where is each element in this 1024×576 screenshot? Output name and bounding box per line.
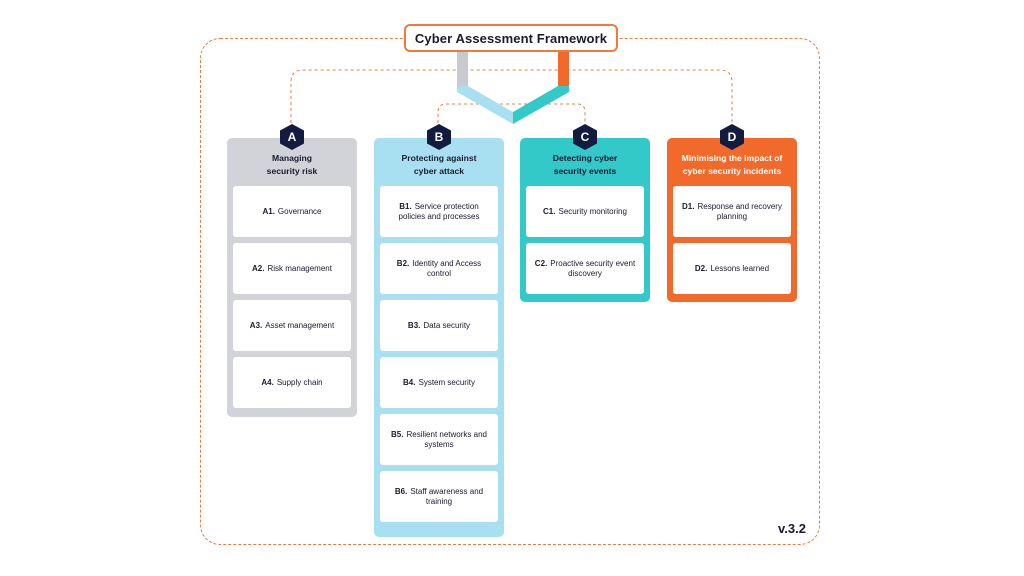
principle-code: A1. — [262, 206, 275, 216]
principle-label: Staff awareness and training — [410, 486, 484, 506]
objective-c-hexagon-icon: C — [571, 123, 599, 151]
objective-c-column: Detecting cyber security events C1.Secur… — [520, 138, 650, 302]
principle-card-b3: B3.Data security — [380, 300, 498, 351]
objective-d-column: Minimising the impact of cyber security … — [667, 138, 797, 302]
objective-d-letter: D — [727, 130, 737, 144]
principle-code: C1. — [543, 206, 556, 216]
principle-code: A4. — [261, 377, 274, 387]
version-label: v.3.2 — [778, 521, 806, 536]
principle-code: A3. — [249, 320, 263, 330]
principle-card-c2: C2.Proactive security event discovery — [526, 243, 644, 294]
objective-b-letter: B — [434, 130, 444, 144]
principle-label: Supply chain — [276, 377, 323, 387]
principle-label: Governance — [277, 206, 322, 216]
principle-code: D2. — [694, 263, 708, 273]
principle-code: B2. — [396, 258, 410, 268]
principle-card-a1: A1.Governance — [233, 186, 351, 237]
principle-card-b5: B5.Resilient networks and systems — [380, 414, 498, 465]
objective-c-letter: C — [580, 130, 590, 144]
objective-b-hexagon-icon: B — [425, 123, 453, 151]
principle-label: Risk management — [267, 263, 332, 273]
principle-card-d2: D2.Lessons learned — [673, 243, 791, 294]
principle-code: A2. — [252, 263, 265, 273]
principle-label: Asset management — [265, 320, 335, 330]
principle-code: C2. — [534, 258, 548, 268]
objective-d-heading: Minimising the impact of cyber security … — [681, 153, 783, 176]
principle-code: D1. — [682, 201, 695, 211]
principle-label: Proactive security event discovery — [550, 258, 636, 278]
principle-code: B1. — [399, 201, 412, 211]
objective-b-column: Protecting against cyber attack B1.Servi… — [374, 138, 504, 537]
objective-a-column: Managing security risk A1.Governance A2.… — [227, 138, 357, 417]
principle-card-a3: A3.Asset management — [233, 300, 351, 351]
principle-card-c1: C1.Security monitoring — [526, 186, 644, 237]
principle-label: Resilient networks and systems — [406, 429, 487, 449]
caf-logo-shape — [457, 52, 569, 124]
principle-label: Data security — [423, 320, 471, 330]
principle-label: System security — [418, 377, 475, 387]
objective-connector-lines — [290, 69, 733, 123]
objective-a-letter: A — [287, 130, 297, 144]
principle-card-d1: D1.Response and recovery planning — [673, 186, 791, 237]
principle-code: B6. — [394, 486, 408, 496]
principle-code: B4. — [403, 377, 416, 387]
principle-card-a4: A4.Supply chain — [233, 357, 351, 408]
principle-card-b6: B6.Staff awareness and training — [380, 471, 498, 522]
principle-label: Service protection policies and processe… — [398, 201, 480, 221]
objective-d-hexagon-icon: D — [718, 123, 746, 151]
principle-card-b2: B2.Identity and Access control — [380, 243, 498, 294]
objective-c-heading: Detecting cyber security events — [552, 153, 618, 176]
principle-card-a2: A2.Risk management — [233, 243, 351, 294]
principle-label: Security monitoring — [558, 206, 627, 216]
diagram-title: Cyber Assessment Framework — [404, 24, 618, 52]
objective-b-heading: Protecting against cyber attack — [401, 153, 477, 176]
objective-a-heading: Managing security risk — [266, 153, 318, 176]
principle-card-b1: B1.Service protection policies and proce… — [380, 186, 498, 237]
principle-code: B5. — [391, 429, 404, 439]
principle-label: Response and recovery planning — [697, 201, 782, 221]
objective-a-hexagon-icon: A — [278, 123, 306, 151]
principle-label: Lessons learned — [710, 263, 770, 273]
principle-card-b4: B4.System security — [380, 357, 498, 408]
principle-label: Identity and Access control — [412, 258, 482, 278]
principle-code: B3. — [407, 320, 421, 330]
